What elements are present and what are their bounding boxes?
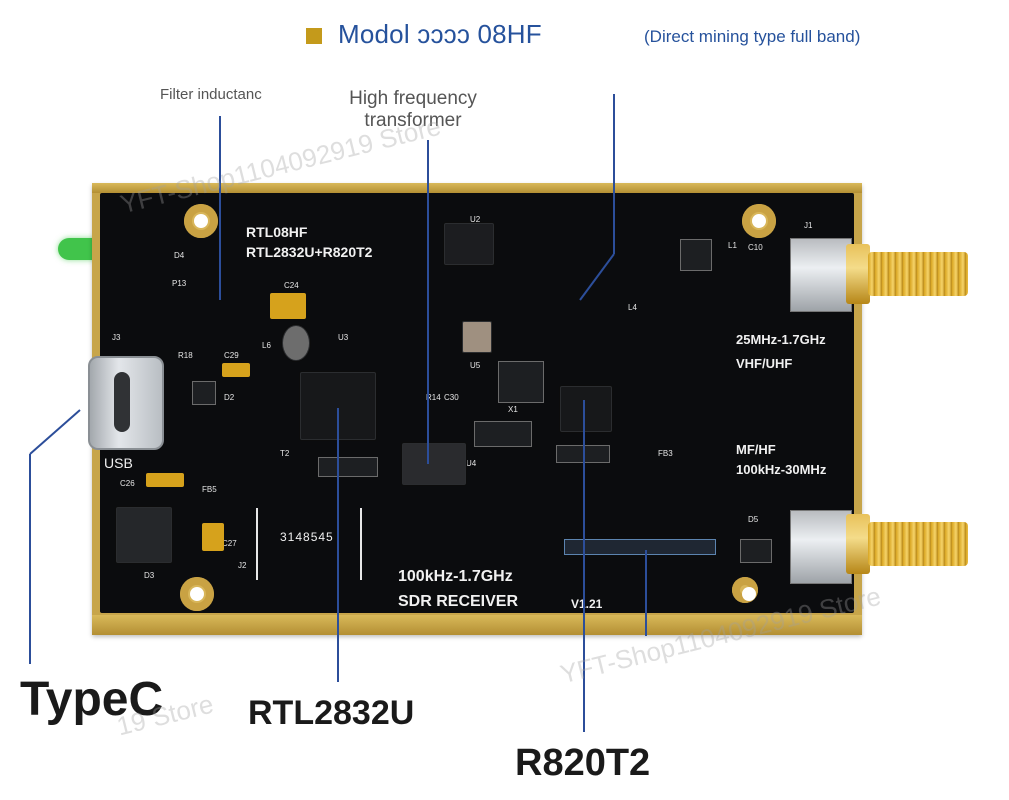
ref-d2: D2 xyxy=(224,393,235,402)
tantalum-cap-c24 xyxy=(270,293,306,319)
component-cluster-2 xyxy=(474,421,532,447)
label-r820t2: R820T2 xyxy=(515,742,651,784)
ref-l1: L1 xyxy=(728,241,737,250)
mount-hole-top-left xyxy=(184,204,218,238)
hf-transformer-component xyxy=(402,443,466,485)
silk-sdr-receiver: SDR RECEIVER xyxy=(398,593,519,610)
filter-inductor xyxy=(282,325,310,361)
silk-usb: USB xyxy=(104,455,133,471)
r820t2-chip xyxy=(560,386,612,432)
ref-fb5: FB5 xyxy=(202,485,217,494)
ref-j3: J3 xyxy=(112,333,121,342)
legend-square xyxy=(306,28,322,44)
ref-d4: D4 xyxy=(174,251,185,260)
ref-r18: R18 xyxy=(178,351,193,360)
hf-transformer-label: High frequency transformer xyxy=(318,88,508,132)
silk-part-number: 3148545 xyxy=(280,530,334,544)
diode-d2 xyxy=(192,381,216,405)
silk-vhf-band: VHF/UHF xyxy=(736,356,793,371)
silk-model: RTL08HF xyxy=(246,224,308,240)
ref-c26: C26 xyxy=(120,479,135,488)
ref-r14: R14 xyxy=(426,393,441,402)
filter-inductance-label: Filter inductanc xyxy=(160,86,262,103)
hf-transformer-line1: High frequency xyxy=(349,88,477,109)
sma-nut-top xyxy=(846,244,870,304)
diode-d5 xyxy=(740,539,772,563)
label-rtl2832u: RTL2832U xyxy=(248,694,415,732)
ref-x1: X1 xyxy=(508,405,518,414)
silk-version: V1.21 xyxy=(571,597,603,611)
ref-c24: C24 xyxy=(284,281,299,290)
tantalum-cap-c26 xyxy=(146,473,184,487)
ref-j1: J1 xyxy=(804,221,813,230)
silk-frequency: 100kHz-1.7GHz xyxy=(398,568,513,585)
ref-u5: U5 xyxy=(470,361,481,370)
ref-d3: D3 xyxy=(144,571,155,580)
silk-chipset: RTL2832U+R820T2 xyxy=(246,244,373,260)
filter-caps-row xyxy=(564,539,716,555)
sma-thread-bottom xyxy=(868,522,968,566)
ref-d5: D5 xyxy=(748,515,759,524)
ref-l4: L4 xyxy=(628,303,637,312)
sma-nut-bottom xyxy=(846,514,870,574)
j2-outline xyxy=(256,508,362,580)
usb-typec-port xyxy=(88,356,164,450)
crystal xyxy=(462,321,492,353)
transistor xyxy=(680,239,712,271)
resistor-array xyxy=(318,457,378,477)
ref-c30: C30 xyxy=(444,393,459,402)
ref-fb3: FB3 xyxy=(658,449,673,458)
ref-u2: U2 xyxy=(470,215,481,224)
mount-hole-bottom-right xyxy=(732,577,758,603)
sma-thread-top xyxy=(868,252,968,296)
green-led xyxy=(58,238,98,260)
mount-hole-bottom-left xyxy=(180,577,214,611)
board-bottom-edge xyxy=(92,615,862,635)
leader-typec-diag xyxy=(29,409,81,455)
ref-c27: C27 xyxy=(222,539,237,548)
model-note: (Direct mining type full band) xyxy=(644,27,861,46)
ref-p13: P13 xyxy=(172,279,187,288)
silk-vhf-range: 25MHz-1.7GHz xyxy=(736,332,826,347)
mount-hole-top-right xyxy=(742,204,776,238)
component-cluster xyxy=(498,361,544,403)
u2-chip xyxy=(444,223,494,265)
hf-transformer-line2: transformer xyxy=(364,110,462,131)
ref-t2: T2 xyxy=(280,449,290,458)
tantalum-cap-c27 xyxy=(202,523,224,551)
ref-l6: L6 xyxy=(262,341,271,350)
ref-u3: U3 xyxy=(338,333,349,342)
label-typec: TypeC xyxy=(20,673,164,726)
silk-mf-band: MF/HF xyxy=(736,442,776,457)
ref-j2: J2 xyxy=(238,561,247,570)
ref-u4: U4 xyxy=(466,459,477,468)
leader-direct-mining-diag xyxy=(579,253,615,301)
ref-c29: C29 xyxy=(224,351,239,360)
silk-mf-range: 100kHz-30MHz xyxy=(736,462,827,477)
voltage-regulator xyxy=(116,507,172,563)
ref-c10: C10 xyxy=(748,243,763,252)
tantalum-cap-c29 xyxy=(222,363,250,377)
model-title: Modol ɔɔɔɔ 08HF xyxy=(338,19,542,49)
board-top-edge xyxy=(92,183,862,193)
